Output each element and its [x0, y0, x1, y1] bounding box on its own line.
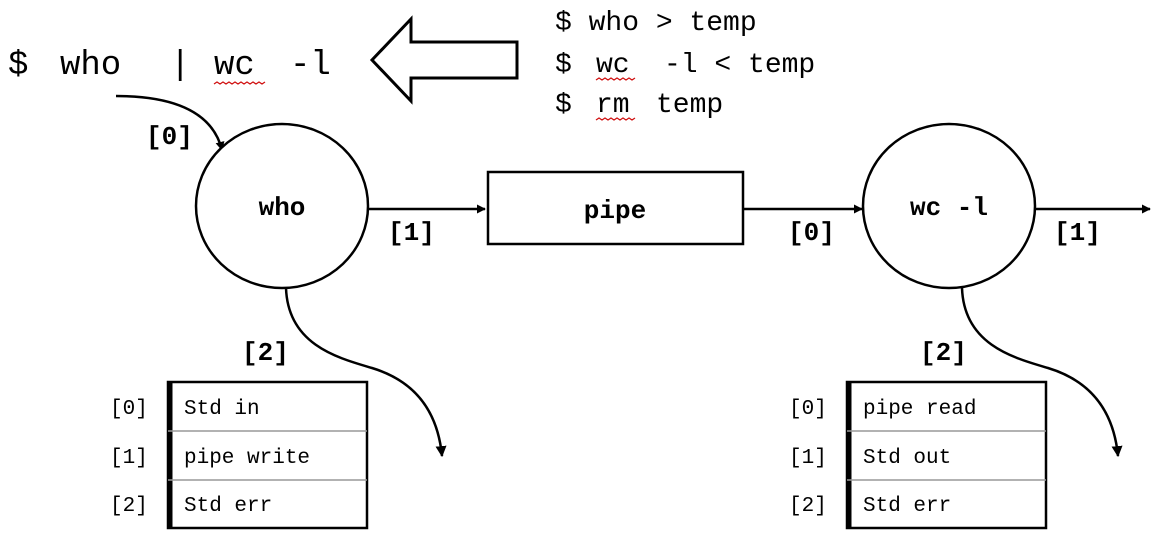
- spellcheck-underline: [595, 117, 636, 121]
- alt-line3-rest: temp: [656, 90, 723, 121]
- wc-fd-entry: Std out: [863, 447, 951, 470]
- wc-fd-entry: Std err: [863, 495, 951, 518]
- pipe-label: pipe: [584, 196, 646, 226]
- wc-fd-index: [0]: [789, 398, 827, 421]
- alt-line2-rest: -l < temp: [664, 50, 815, 81]
- alt-commands: $ who > temp $ wc -l < temp $ rm temp: [555, 8, 815, 121]
- main-who: who: [60, 47, 121, 85]
- main-bar: |: [170, 47, 190, 85]
- who-node-label: who: [259, 193, 306, 223]
- wc-port-2: [2]: [920, 338, 967, 368]
- who-port-0: [0]: [146, 122, 193, 152]
- main-command: $ who | wc -l: [8, 47, 331, 85]
- main-flag: -l: [290, 47, 331, 85]
- main-prompt: $: [8, 47, 28, 85]
- who-stderr-arrow: [284, 287, 447, 458]
- spellcheck-underline: [595, 77, 636, 81]
- who-stdin-arrow: [115, 94, 225, 151]
- wc-fd-index: [1]: [789, 447, 827, 470]
- wc-fd-entry: pipe read: [863, 398, 976, 421]
- wc-stderr-arrow: [960, 287, 1123, 458]
- equivalence-arrow-icon: [369, 15, 519, 105]
- alt-line2-prompt: $: [555, 50, 572, 81]
- who-fd-index: [2]: [110, 495, 148, 518]
- wc-process-node: [861, 122, 1037, 290]
- who-fd-index: [0]: [110, 398, 148, 421]
- who-fd-entry: pipe write: [184, 447, 310, 470]
- alt-command-line-1: $ who > temp: [555, 8, 757, 39]
- who-port-2: [2]: [242, 338, 289, 368]
- who-port-1: [1]: [388, 218, 435, 248]
- spellcheck-underline: [213, 81, 266, 85]
- wc-port-0: [0]: [788, 218, 835, 248]
- who-fd-index: [1]: [110, 447, 148, 470]
- wc-port-1: [1]: [1054, 218, 1101, 248]
- alt-line3-prompt: $: [555, 90, 572, 121]
- pipe-box: [486, 170, 745, 246]
- who-process-node: [194, 122, 370, 290]
- main-wc: wc: [214, 47, 255, 85]
- who-fd-entry: Std in: [184, 398, 260, 421]
- wc-node-label: wc -l: [910, 193, 988, 223]
- wc-fd-table: [0] [1] [2] pipe read Std out Std err: [789, 380, 1048, 530]
- who-fd-entry: Std err: [184, 495, 272, 518]
- wc-fd-index: [2]: [789, 495, 827, 518]
- who-fd-table: [0] [1] [2] Std in pipe write Std err: [110, 380, 369, 530]
- alt-line3-rm: rm: [596, 90, 630, 121]
- alt-line2-wc: wc: [596, 50, 630, 81]
